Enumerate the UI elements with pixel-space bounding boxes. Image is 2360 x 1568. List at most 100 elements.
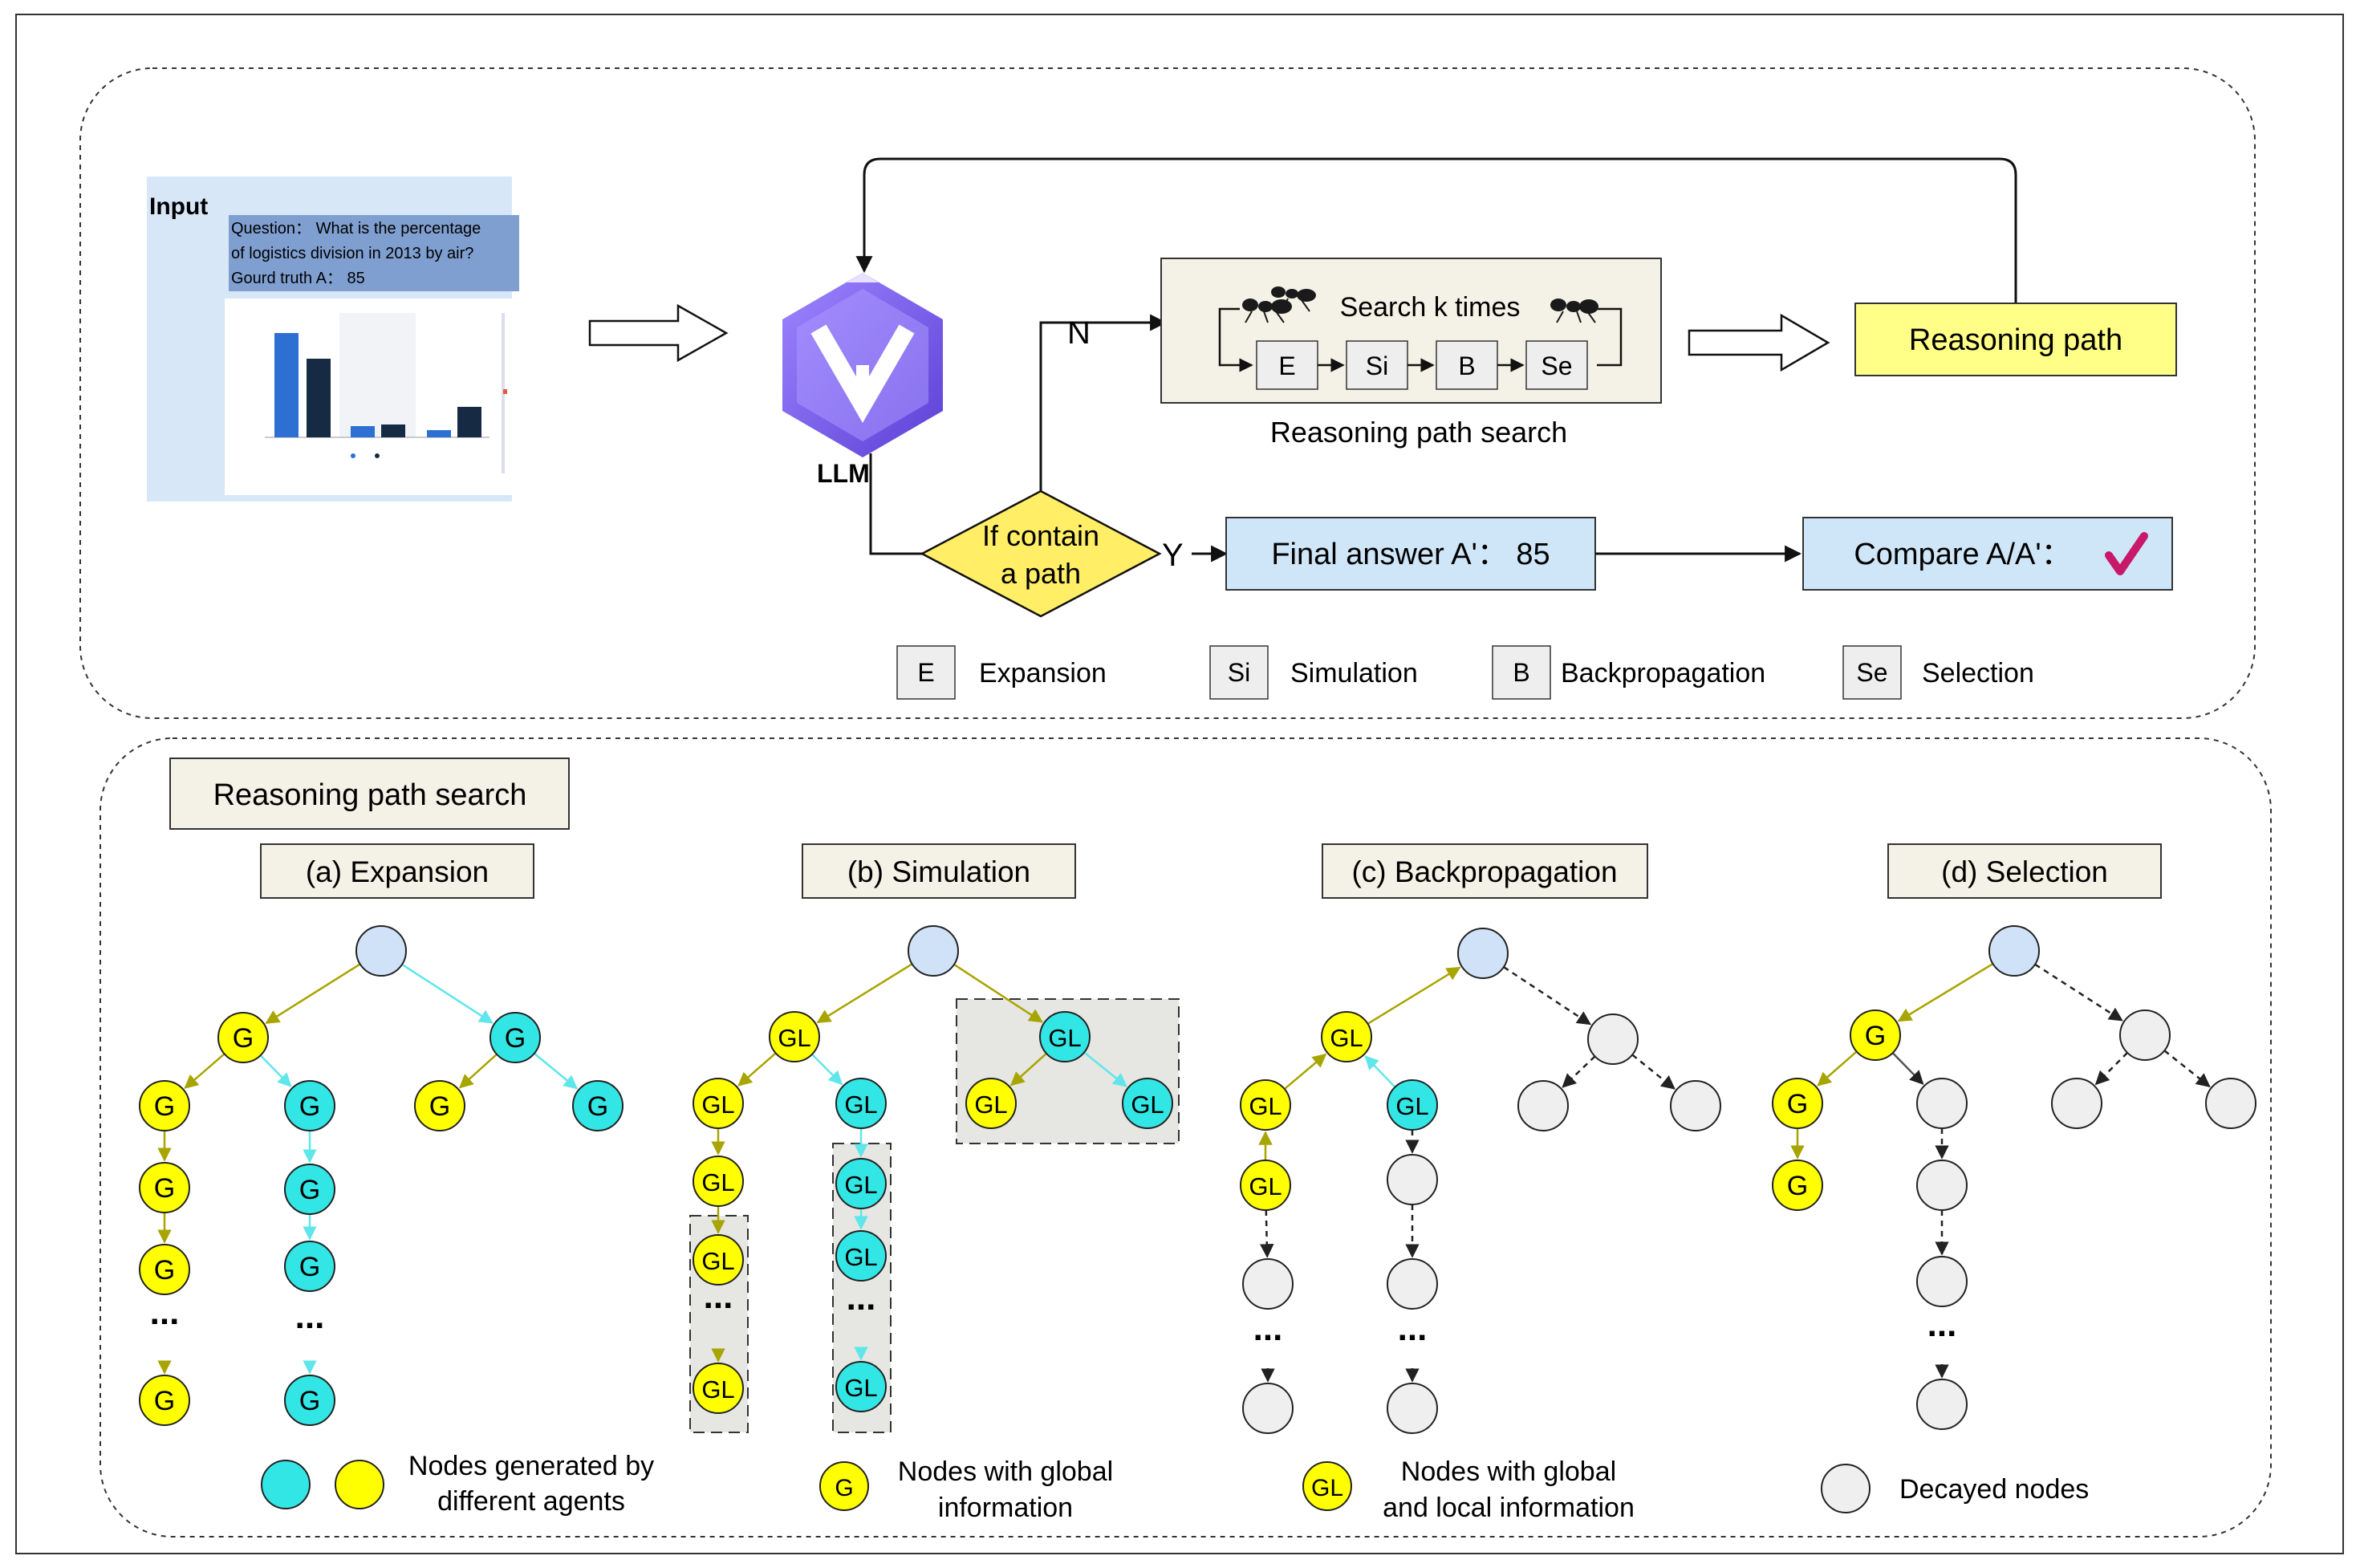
legend-b-text: Backpropagation xyxy=(1561,658,1765,689)
llm-label: LLM xyxy=(817,459,870,488)
node-label: G xyxy=(429,1091,450,1122)
bottom-title-box xyxy=(169,758,570,830)
tree-node: G xyxy=(1850,1009,1901,1061)
node-label: G xyxy=(299,1386,320,1416)
node-label: GL xyxy=(844,1091,877,1119)
tree-node: GL xyxy=(1122,1078,1173,1129)
node-label: GL xyxy=(701,1168,734,1196)
tree-edge xyxy=(811,1054,843,1086)
tree-edge xyxy=(1631,1054,1676,1090)
node-label: GL xyxy=(1330,1024,1363,1052)
top-panel xyxy=(79,67,2256,719)
search-caption: Reasoning path search xyxy=(1270,416,1567,449)
bottom-title: Reasoning path search xyxy=(213,778,527,812)
node-label: G xyxy=(233,1023,254,1054)
outer-frame xyxy=(15,14,2344,1554)
tree-edge xyxy=(458,1053,498,1089)
question-line-2: of logistics division in 2013 by air? xyxy=(231,245,473,262)
legend-global-node xyxy=(819,1461,869,1511)
node-label: GL xyxy=(844,1171,877,1199)
ellipsis-dots: ... xyxy=(150,1293,180,1332)
node-label: G xyxy=(1865,1021,1886,1051)
legend-gl-node xyxy=(1302,1461,1352,1511)
legend-se-abbr: Se xyxy=(1856,658,1887,687)
tree-node: GL xyxy=(835,1158,887,1209)
decision-line-2: a path xyxy=(1001,557,1081,590)
legend-se-text: Selection xyxy=(1922,658,2034,689)
tree-edge xyxy=(265,963,361,1024)
legend-gl-line-2: and local information xyxy=(1383,1493,1635,1523)
legend-si-abbr: Si xyxy=(1228,658,1250,687)
panel-d-title-box xyxy=(1887,843,2162,899)
no-branch-arrow xyxy=(1039,314,1168,491)
tree-node: GL xyxy=(1039,1011,1091,1062)
legend-agents-line-1: Nodes generated by xyxy=(408,1451,654,1481)
step-e xyxy=(1256,340,1318,390)
legend-decayed-node xyxy=(1821,1464,1871,1513)
no-label: N xyxy=(1067,315,1091,351)
node-label: G xyxy=(1787,1171,1808,1201)
node-label: G xyxy=(587,1091,608,1122)
panel-c-title: (c) Backpropagation xyxy=(1351,855,1617,888)
search-box: Search k times E Si B Se xyxy=(1160,258,1662,404)
step-se xyxy=(1525,340,1588,390)
decayed-node xyxy=(1387,1154,1438,1205)
tree-node: G xyxy=(284,1375,335,1426)
node-label: GL xyxy=(1249,1172,1282,1200)
node-label: G xyxy=(154,1091,175,1122)
tree-edge xyxy=(737,1052,777,1087)
node-label: GL xyxy=(844,1374,877,1402)
tree-node: GL xyxy=(965,1078,1017,1129)
tree-node: GL xyxy=(1321,1011,1372,1062)
node-label: GL xyxy=(974,1091,1007,1119)
decayed-node xyxy=(1670,1080,1721,1131)
tree-node: GL xyxy=(835,1361,887,1412)
hollow-arrow-input-to-llm xyxy=(588,303,729,363)
tree-edges xyxy=(157,963,2211,1383)
root-node xyxy=(908,925,959,977)
tree-node: GL xyxy=(693,1234,744,1286)
tree-edge xyxy=(2034,963,2123,1022)
ellipsis-dots: ... xyxy=(1253,1309,1283,1348)
tree-node: G xyxy=(139,1080,190,1131)
node-label: G xyxy=(299,1252,320,1282)
root-node xyxy=(1457,928,1509,979)
tree-node: G xyxy=(414,1080,465,1131)
ellipsis-dots: ... xyxy=(1927,1305,1957,1344)
node-label: GL xyxy=(844,1243,877,1271)
legend-b-abbr: B xyxy=(1513,658,1529,687)
chart-thumbnail xyxy=(225,299,518,495)
tree-node: G xyxy=(284,1164,335,1215)
legend-cyan-node xyxy=(261,1460,311,1509)
decayed-node xyxy=(2051,1078,2102,1129)
legend-agents-line-2: different agents xyxy=(437,1486,625,1517)
decayed-node xyxy=(1587,1014,1639,1065)
llm-icon xyxy=(770,269,955,457)
question-box xyxy=(229,215,519,291)
decayed-node xyxy=(1916,1256,1968,1307)
node-label: GL xyxy=(1131,1091,1164,1119)
bottom-legend: Nodes generated by different agents G No… xyxy=(261,1451,2089,1523)
tree-node: GL xyxy=(693,1363,744,1414)
tree-node: G xyxy=(1772,1078,1823,1129)
decayed-node xyxy=(1242,1383,1294,1434)
legend-yellow-node xyxy=(335,1460,384,1509)
tree-node: G xyxy=(139,1244,190,1295)
panel-b-title: (b) Simulation xyxy=(847,855,1030,888)
tree-edge xyxy=(1367,966,1461,1025)
tree-edge xyxy=(184,1053,225,1089)
panel-c-title-box xyxy=(1322,843,1648,899)
tree-node: G xyxy=(139,1375,190,1426)
legend-e-abbr: E xyxy=(917,658,934,687)
hollow-arrow-search-to-path xyxy=(1688,313,1830,372)
node-label: GL xyxy=(1249,1092,1282,1120)
ant-icon xyxy=(1242,299,1292,323)
root-node xyxy=(1988,925,2040,977)
node-label: GL xyxy=(701,1375,734,1403)
tree-edge xyxy=(1562,1055,1596,1088)
tree-edge xyxy=(1891,1052,1924,1085)
step-si-label: Si xyxy=(1366,351,1388,380)
decayed-node xyxy=(1387,1383,1438,1434)
tree-edge xyxy=(1260,1209,1274,1258)
tree-edge xyxy=(1009,1052,1047,1087)
